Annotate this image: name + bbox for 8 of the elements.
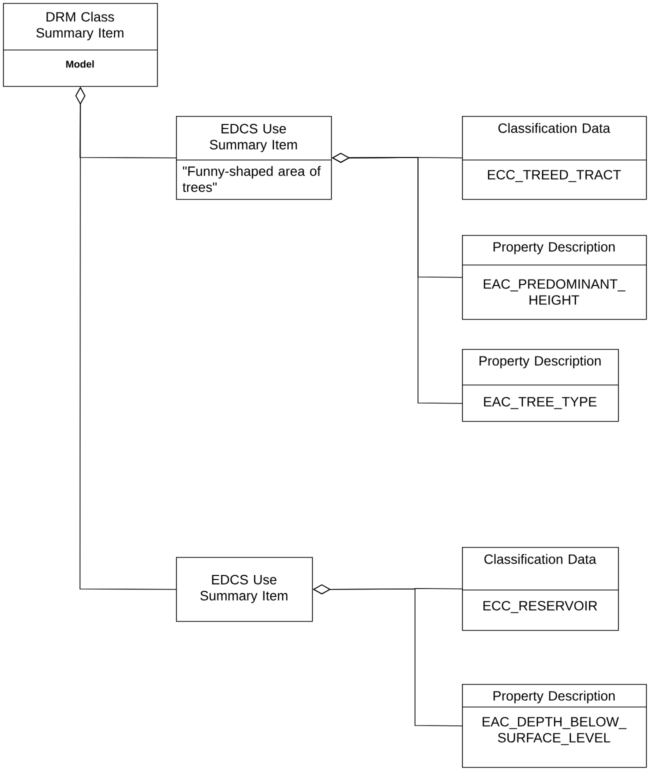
class-box: Property Description EAC_PREDOMINANT_ HEIGHT [462, 235, 647, 320]
class-box: DRM Class Summary Item Model [2, 3, 158, 87]
class-box: EDCS Use Summary Item "Funny-shaped area of trees" [176, 116, 332, 200]
class-box: Property Description EAC_DEPTH_BELOW_ SURFACE_LEVEL [462, 684, 647, 768]
class-box: Classification Data ECC_RESERVOIR [462, 547, 619, 631]
class-box: Classification Data ECC_TREED_TRACT [462, 116, 647, 200]
class-box: EDCS Use Summary Item [176, 557, 313, 622]
class-box: Property Description EAC_TREE_TYPE [462, 349, 619, 422]
